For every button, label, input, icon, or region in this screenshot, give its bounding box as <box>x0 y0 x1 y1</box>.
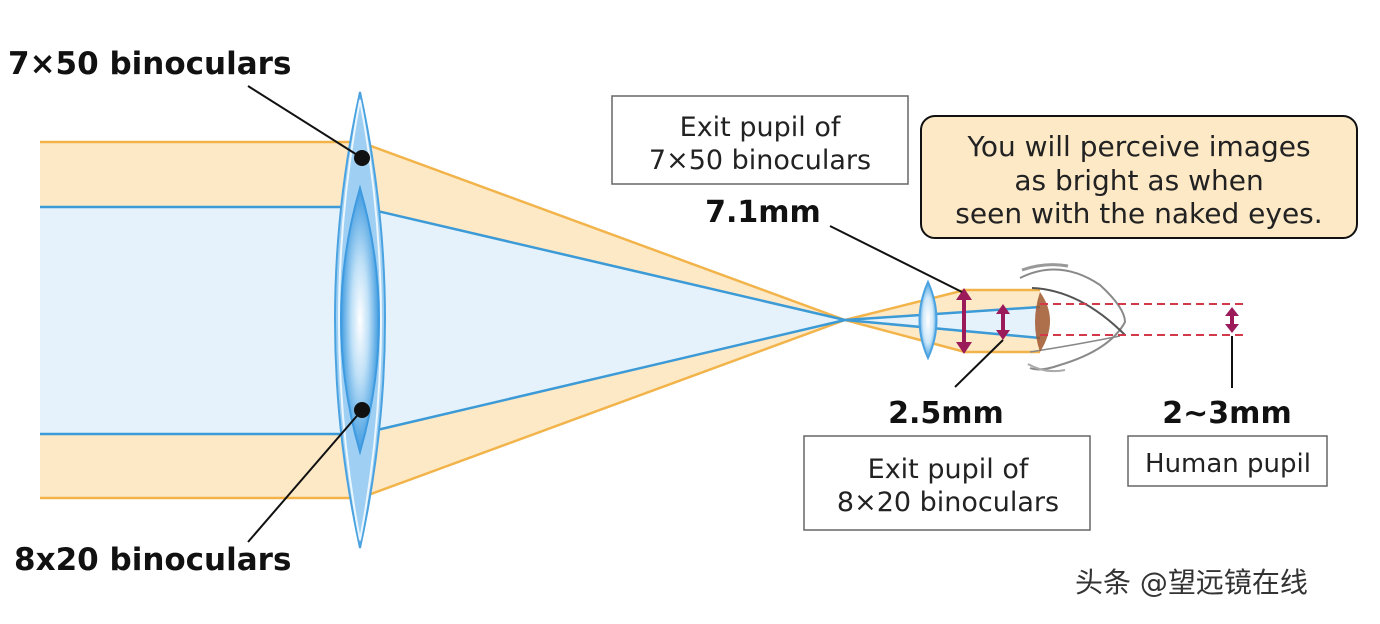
leader-7x50 <box>247 85 363 159</box>
perceive-note-line2: as bright as when <box>1014 164 1263 197</box>
perceive-note-box <box>920 115 1358 239</box>
human-pupil-box <box>1127 435 1328 487</box>
dot-7x50 <box>354 150 370 166</box>
label-7x50-binoculars: 7×50 binoculars <box>8 46 291 82</box>
exit-pupil-7x50-box <box>611 95 909 185</box>
leader-7-1mm <box>829 225 963 293</box>
eye-icon <box>1019 263 1127 373</box>
beam-8x20-edge-top-exit <box>844 305 1041 322</box>
exit-pupil-7x50-size: 7.1mm <box>705 195 821 230</box>
exit-pupil-7x50-line2: 7×50 binoculars <box>649 145 871 176</box>
exit-pupil-7x50-line1: Exit pupil of <box>680 112 842 143</box>
leaders <box>247 85 1233 543</box>
label-8x20-binoculars: 8x20 binoculars <box>14 542 291 578</box>
perceive-note-line1: You will perceive images <box>966 130 1310 163</box>
beam-8x20-edge-bottom-exit <box>844 318 1041 340</box>
perceive-note-line3: seen with the naked eyes. <box>955 197 1322 230</box>
leader-2-5mm <box>954 339 1004 388</box>
beam-7x50-edge-top-conv <box>359 140 846 322</box>
beam-8x20-converging <box>360 207 845 434</box>
human-pupil-marker <box>1225 307 1239 333</box>
human-pupil-dashed <box>1040 303 1245 336</box>
exit-pupil-7x50-marker <box>956 288 972 354</box>
beam-8x20-edge-top-conv <box>359 205 846 322</box>
beam-7x50-edge-bottom-conv <box>359 318 846 500</box>
beam-7x50-edge-bottom-exit <box>844 318 966 354</box>
beam-7x50-edge-top-exit <box>844 288 966 322</box>
objective-lens-8x20 <box>340 184 380 456</box>
leader-8x20 <box>247 409 363 543</box>
human-pupil-label: Human pupil <box>1145 449 1311 479</box>
beam-8x20-input <box>40 207 360 434</box>
beam-8x20-exit <box>845 307 1040 338</box>
exit-pupil-8x20-line2: 8×20 binoculars <box>837 487 1059 518</box>
exit-pupil-8x20-size: 2.5mm <box>888 396 1004 431</box>
exit-pupil-8x20-box <box>803 435 1091 531</box>
beam-8x20-edge-bottom-conv <box>359 318 846 436</box>
human-pupil-size: 2∼3mm <box>1162 396 1291 431</box>
exit-pupil-8x20-line1: Exit pupil of <box>868 454 1030 485</box>
eyepiece-lens <box>918 279 938 361</box>
watermark: 头条 @望远镜在线 <box>1075 566 1308 599</box>
dot-8x20 <box>354 402 370 418</box>
exit-pupil-8x20-marker <box>996 304 1010 340</box>
beam-8x20 <box>40 205 1041 436</box>
